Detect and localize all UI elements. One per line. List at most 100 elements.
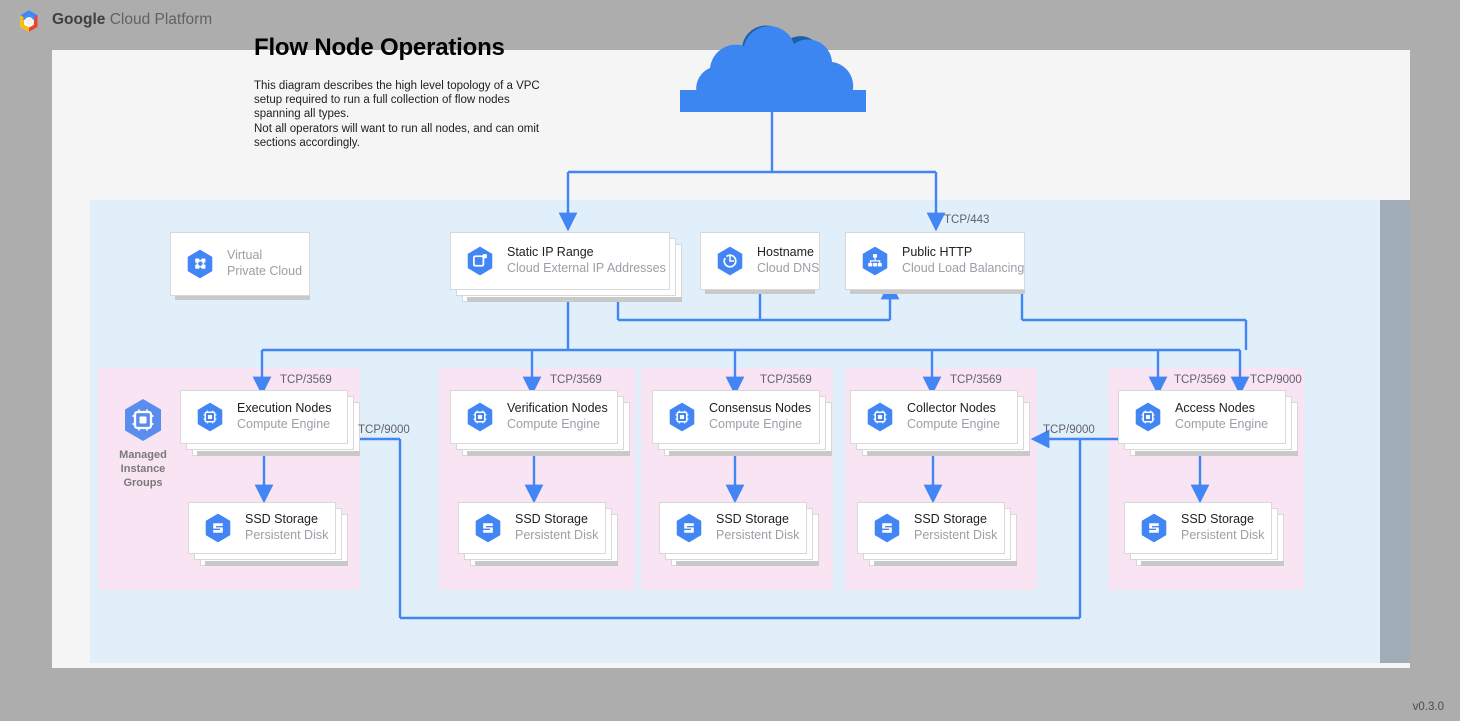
- node-subtitle: Cloud Load Balancing: [902, 261, 1025, 275]
- node-subtitle: Compute Engine: [237, 417, 331, 431]
- node-card-virtual-private-cloud[interactable]: Virtual Private Cloud: [170, 232, 310, 296]
- dns-card-shadow: [705, 289, 815, 294]
- port-label-collector-3569: TCP/3569: [950, 374, 1002, 386]
- node-title: Hostname: [757, 245, 814, 260]
- storage-card-access-stack: SSD Storage Persistent Disk: [1124, 502, 1284, 568]
- storage-card-consensus[interactable]: SSD Storage Persistent Disk: [659, 502, 807, 554]
- node-card-collector-nodes-stack: Collector Nodes Compute Engine: [850, 390, 1030, 456]
- storage-card-execution[interactable]: SSD Storage Persistent Disk: [188, 502, 336, 554]
- stack-base-shadow: [874, 561, 1017, 566]
- group-label-managed-instance-groups: Managed Instance Groups: [119, 449, 167, 489]
- stack-base-shadow: [205, 561, 348, 566]
- compute-engine-icon: [1135, 402, 1161, 432]
- node-title: Public HTTP: [902, 245, 973, 260]
- node-title: Verification Nodes: [507, 401, 608, 416]
- virtual-private-cloud-icon: [187, 249, 213, 279]
- node-title: Collector Nodes: [907, 401, 996, 416]
- version-label: v0.3.0: [1412, 701, 1444, 713]
- storage-card-verification[interactable]: SSD Storage Persistent Disk: [458, 502, 606, 554]
- node-card-consensus-nodes-stack: Consensus Nodes Compute Engine: [652, 390, 832, 456]
- cloud-external-ip-icon: [467, 246, 493, 276]
- storage-card-execution-stack: SSD Storage Persistent Disk: [188, 502, 348, 568]
- node-subtitle: Private Cloud: [227, 264, 303, 278]
- node-subtitle: Compute Engine: [507, 417, 601, 431]
- node-title: Consensus Nodes: [709, 401, 812, 416]
- node-card-access-nodes-stack: Access Nodes Compute Engine: [1118, 390, 1298, 456]
- port-label-execution-ingress-9000: TCP/9000: [358, 424, 410, 436]
- persistent-disk-icon: [676, 513, 702, 543]
- node-card-collector-nodes[interactable]: Collector Nodes Compute Engine: [850, 390, 1018, 444]
- node-subtitle: Compute Engine: [709, 417, 803, 431]
- stack-base-shadow: [475, 561, 618, 566]
- stack-base-shadow: [1135, 451, 1298, 456]
- node-card-static-ip-range-stack: Static IP Range Cloud External IP Addres…: [450, 232, 682, 302]
- cloud-load-balancing-icon: [862, 246, 888, 276]
- storage-title: SSD Storage: [245, 512, 318, 527]
- storage-title: SSD Storage: [716, 512, 789, 527]
- stack-base-shadow: [867, 451, 1030, 456]
- gcp-brand-bold: Google: [52, 11, 106, 28]
- gcp-brand-rest: Cloud Platform: [105, 11, 213, 28]
- page-title: Flow Node Operations: [254, 34, 505, 61]
- port-label-execution-3569: TCP/3569: [280, 374, 332, 386]
- node-card-static-ip-range[interactable]: Static IP Range Cloud External IP Addres…: [450, 232, 670, 290]
- node-card-consensus-nodes[interactable]: Consensus Nodes Compute Engine: [652, 390, 820, 444]
- storage-card-access[interactable]: SSD Storage Persistent Disk: [1124, 502, 1272, 554]
- port-label-access-9000: TCP/9000: [1250, 374, 1302, 386]
- page-description: This diagram describes the high level to…: [254, 80, 540, 149]
- port-label-verification-3569: TCP/3569: [550, 374, 602, 386]
- node-card-execution-nodes[interactable]: Execution Nodes Compute Engine: [180, 390, 348, 444]
- storage-card-verification-stack: SSD Storage Persistent Disk: [458, 502, 618, 568]
- node-subtitle: Cloud External IP Addresses: [507, 261, 666, 275]
- node-card-execution-nodes-stack: Execution Nodes Compute Engine: [180, 390, 360, 456]
- node-card-verification-nodes-stack: Verification Nodes Compute Engine: [450, 390, 630, 456]
- gcp-header: Google Cloud Platform: [0, 0, 1460, 40]
- internet-cloud-icon: [680, 25, 866, 112]
- lb-card-shadow: [850, 289, 1025, 294]
- stack-base-shadow: [467, 451, 630, 456]
- storage-subtitle: Persistent Disk: [716, 528, 800, 542]
- storage-title: SSD Storage: [914, 512, 987, 527]
- port-label-consensus-3569: TCP/3569: [760, 374, 812, 386]
- stack-base-shadow: [197, 451, 360, 456]
- port-label-collector-ingress-9000: TCP/9000: [1043, 424, 1095, 436]
- storage-subtitle: Persistent Disk: [515, 528, 599, 542]
- stack-base-shadow: [1141, 561, 1284, 566]
- compute-engine-icon: [669, 402, 695, 432]
- node-title: Static IP Range: [507, 245, 594, 260]
- persistent-disk-icon: [205, 513, 231, 543]
- gcp-hexagon-logo-icon: [20, 10, 38, 32]
- node-card-public-http[interactable]: Public HTTP Cloud Load Balancing: [845, 232, 1025, 290]
- node-card-verification-nodes[interactable]: Verification Nodes Compute Engine: [450, 390, 618, 444]
- compute-engine-icon: [867, 402, 893, 432]
- stack-base-shadow: [676, 561, 819, 566]
- gcp-brand-title: Google Cloud Platform: [52, 11, 212, 29]
- node-title: Virtual: [227, 248, 263, 263]
- node-subtitle: Compute Engine: [907, 417, 1001, 431]
- node-title: Execution Nodes: [237, 401, 332, 416]
- storage-title: SSD Storage: [515, 512, 588, 527]
- vpc-region-overflow-shade: [1380, 200, 1410, 663]
- node-title: Access Nodes: [1175, 401, 1255, 416]
- storage-card-collector-stack: SSD Storage Persistent Disk: [857, 502, 1017, 568]
- storage-subtitle: Persistent Disk: [914, 528, 998, 542]
- persistent-disk-icon: [874, 513, 900, 543]
- storage-subtitle: Persistent Disk: [245, 528, 329, 542]
- storage-title: SSD Storage: [1181, 512, 1254, 527]
- stack-base-shadow: [669, 451, 832, 456]
- managed-instance-groups-icon: [125, 399, 161, 441]
- stack-base-shadow: [467, 297, 682, 302]
- compute-engine-icon: [467, 402, 493, 432]
- cloud-dns-icon: [717, 246, 743, 276]
- port-label-tcp-443: TCP/443: [944, 214, 990, 226]
- persistent-disk-icon: [475, 513, 501, 543]
- node-card-hostname[interactable]: Hostname Cloud DNS: [700, 232, 820, 290]
- persistent-disk-icon: [1141, 513, 1167, 543]
- node-card-access-nodes[interactable]: Access Nodes Compute Engine: [1118, 390, 1286, 444]
- storage-card-consensus-stack: SSD Storage Persistent Disk: [659, 502, 819, 568]
- storage-subtitle: Persistent Disk: [1181, 528, 1265, 542]
- compute-engine-icon: [197, 402, 223, 432]
- node-subtitle: Compute Engine: [1175, 417, 1269, 431]
- storage-card-collector[interactable]: SSD Storage Persistent Disk: [857, 502, 1005, 554]
- port-label-access-3569: TCP/3569: [1174, 374, 1226, 386]
